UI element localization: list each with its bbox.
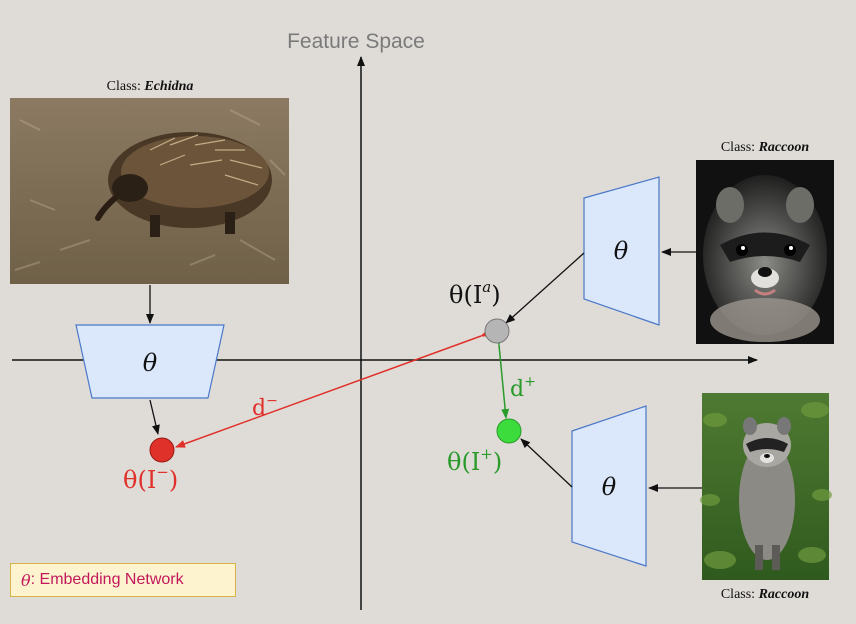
echidna-image <box>10 98 289 284</box>
raccoon-top-image <box>696 160 834 344</box>
positive-point <box>496 418 522 444</box>
network-raccoon-bottom: θ <box>571 405 647 567</box>
feature-space-title: Feature Space <box>287 30 425 53</box>
positive-distance <box>494 335 510 419</box>
raccoon-top-class-label: Class: Raccoon <box>721 140 810 155</box>
anchor-label: θ(Ia) <box>449 278 501 309</box>
network-raccoon-top: θ <box>583 176 660 326</box>
theta-symbol: θ <box>602 473 617 501</box>
positive-distance-label: d+ <box>510 374 536 402</box>
arrow-network-to-positive <box>520 438 573 488</box>
raccoon-bottom-image <box>700 393 832 580</box>
negative-distance <box>175 329 491 448</box>
network-echidna: θ <box>75 324 225 399</box>
arrow-network-to-negative <box>149 399 160 435</box>
legend-box: θ: Embedding Network <box>10 563 236 597</box>
echidna-class-label: Class: Echidna <box>107 79 194 94</box>
raccoon-bottom-class-label: Class: Raccoon <box>721 587 810 602</box>
theta-symbol: θ <box>614 237 629 265</box>
theta-symbol: θ <box>143 349 158 377</box>
negative-distance-label: d− <box>252 393 278 421</box>
legend-theta-symbol: θ <box>21 570 31 590</box>
negative-point <box>149 437 175 463</box>
legend-text: : Embedding Network <box>30 571 184 588</box>
anchor-point <box>484 318 510 344</box>
positive-label: θ(I+) <box>447 445 502 476</box>
negative-label: θ(I−) <box>123 463 178 494</box>
arrow-network-to-anchor <box>505 252 585 324</box>
